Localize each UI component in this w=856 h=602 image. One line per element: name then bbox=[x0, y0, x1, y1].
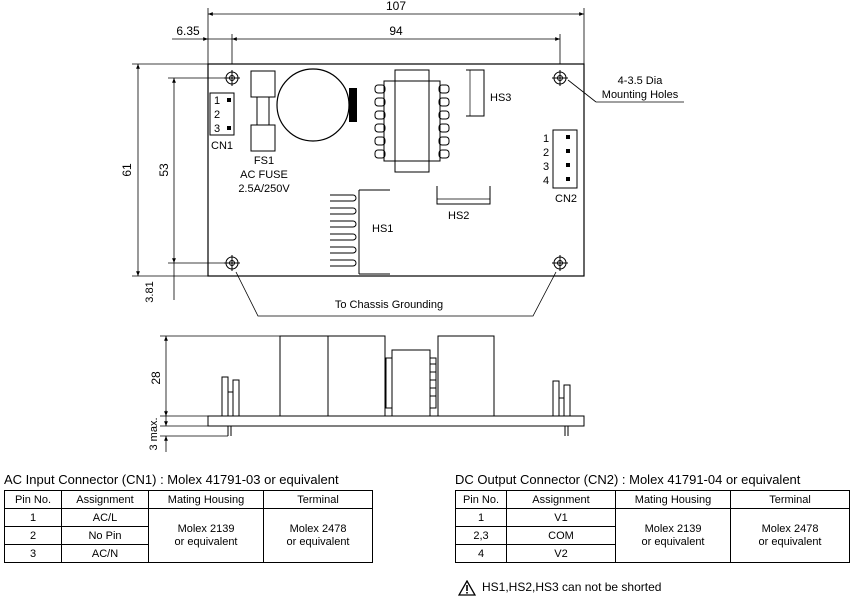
heatsink-hs1 bbox=[330, 189, 390, 275]
cn2-pin-3: 3 bbox=[543, 161, 549, 173]
header-mating-housing: Mating Housing bbox=[615, 490, 731, 509]
header-terminal: Terminal bbox=[263, 490, 373, 509]
dim-offset-left: 6.35 bbox=[176, 24, 200, 38]
ac-table-title: AC Input Connector (CN1) : Molex 41791-0… bbox=[4, 472, 339, 487]
mechanical-drawing: 107 94 6.35 61 53 3.81 4-3.5 Dia Mountin… bbox=[120, 0, 684, 452]
housing-line-1: Molex 2139 bbox=[177, 522, 235, 535]
header-pin-no: Pin No. bbox=[4, 490, 62, 509]
housing-line-1: Molex 2139 bbox=[644, 522, 702, 535]
assignment-cell: No Pin bbox=[61, 526, 149, 545]
dc-table-title: DC Output Connector (CN2) : Molex 41791-… bbox=[455, 472, 801, 487]
cn1-pin-3: 3 bbox=[214, 123, 220, 135]
warning-note: HS1,HS2,HS3 can not be shorted bbox=[457, 579, 662, 596]
warning-triangle-icon bbox=[457, 579, 477, 596]
transformer bbox=[374, 69, 450, 173]
terminal-line-2: or equivalent bbox=[286, 535, 350, 548]
header-terminal: Terminal bbox=[730, 490, 850, 509]
assignment-cell: AC/L bbox=[61, 508, 149, 527]
assignment-cell: COM bbox=[506, 526, 616, 545]
cn2-connector bbox=[552, 129, 578, 189]
table-header-row: Pin No. Assignment Mating Housing Termin… bbox=[455, 490, 850, 509]
cn1-pin-1: 1 bbox=[214, 95, 220, 107]
assignment-cell: V2 bbox=[506, 544, 616, 563]
pin-cell: 1 bbox=[455, 508, 507, 527]
chassis-ground-label: To Chassis Grounding bbox=[335, 299, 443, 311]
hs2-label: HS2 bbox=[448, 210, 469, 222]
terminal-line-1: Molex 2478 bbox=[289, 522, 347, 535]
terminal-line-1: Molex 2478 bbox=[761, 522, 819, 535]
assignment-cell: V1 bbox=[506, 508, 616, 527]
pcb-outline bbox=[207, 63, 585, 277]
header-assignment: Assignment bbox=[506, 490, 616, 509]
terminal-cell: Molex 2478 or equivalent bbox=[730, 508, 850, 563]
fuse-fs1 bbox=[250, 70, 276, 152]
pin-cell: 3 bbox=[4, 544, 62, 563]
hs3-label: HS3 bbox=[490, 92, 511, 104]
terminal-cell: Molex 2478 or equivalent bbox=[263, 508, 373, 563]
cn2-pin-2: 2 bbox=[543, 147, 549, 159]
pin-cell: 2 bbox=[4, 526, 62, 545]
mounting-holes-label-1: 4-3.5 Dia bbox=[618, 75, 664, 87]
pin-cell: 1 bbox=[4, 508, 62, 527]
heatsink-hs3 bbox=[466, 69, 485, 117]
pin-cell: 2,3 bbox=[455, 526, 507, 545]
header-assignment: Assignment bbox=[61, 490, 149, 509]
dc-connector-table: Pin No. Assignment Mating Housing Termin… bbox=[455, 490, 850, 563]
heatsink-hs2 bbox=[436, 186, 491, 205]
dim-pin-height: 3 max. bbox=[148, 417, 160, 450]
side-view bbox=[207, 335, 585, 436]
ac-fuse-label: AC FUSE bbox=[240, 169, 288, 181]
mounting-holes-label-2: Mounting Holes bbox=[602, 89, 679, 101]
table-header-row: Pin No. Assignment Mating Housing Termin… bbox=[4, 490, 373, 509]
dim-hole-span-x: 94 bbox=[389, 24, 403, 38]
dim-hole-span-y: 53 bbox=[157, 163, 171, 177]
warning-text: HS1,HS2,HS3 can not be shorted bbox=[482, 580, 662, 595]
fs1-label: FS1 bbox=[254, 155, 274, 167]
cn1-label: CN1 bbox=[211, 140, 233, 152]
housing-line-2: or equivalent bbox=[641, 535, 705, 548]
hs1-label: HS1 bbox=[372, 223, 393, 235]
dim-side-height: 28 bbox=[149, 371, 163, 385]
table-row: 4 V2 bbox=[455, 544, 850, 563]
fuse-rating-label: 2.5A/250V bbox=[238, 183, 290, 195]
capacitor bbox=[276, 68, 350, 142]
header-mating-housing: Mating Housing bbox=[148, 490, 264, 509]
dim-height-total: 61 bbox=[120, 163, 134, 177]
ac-connector-table: Pin No. Assignment Mating Housing Termin… bbox=[4, 490, 373, 563]
cn1-pin-2: 2 bbox=[214, 109, 220, 121]
pin-cell: 4 bbox=[455, 544, 507, 563]
mounting-holes bbox=[224, 70, 568, 271]
terminal-line-2: or equivalent bbox=[758, 535, 822, 548]
mating-housing-cell: Molex 2139 or equivalent bbox=[148, 508, 264, 563]
table-row: 3 AC/N bbox=[4, 544, 373, 563]
table-row: 1 AC/L Molex 2139 or equivalent Molex 24… bbox=[4, 508, 373, 563]
mating-housing-cell: Molex 2139 or equivalent bbox=[615, 508, 731, 563]
cn2-label: CN2 bbox=[555, 193, 577, 205]
cn2-pin-1: 1 bbox=[543, 133, 549, 145]
table-row: 2,3 COM bbox=[455, 526, 850, 545]
header-pin-no: Pin No. bbox=[455, 490, 507, 509]
housing-line-2: or equivalent bbox=[174, 535, 238, 548]
cn1-connector bbox=[209, 92, 235, 136]
cn2-pin-4: 4 bbox=[543, 175, 549, 187]
table-row: 1 V1 Molex 2139 or equivalent Molex 2478… bbox=[455, 508, 850, 563]
table-row: 2 No Pin bbox=[4, 526, 373, 545]
dim-offset-bottom: 3.81 bbox=[144, 281, 156, 302]
dim-width-total: 107 bbox=[386, 0, 406, 13]
assignment-cell: AC/N bbox=[61, 544, 149, 563]
